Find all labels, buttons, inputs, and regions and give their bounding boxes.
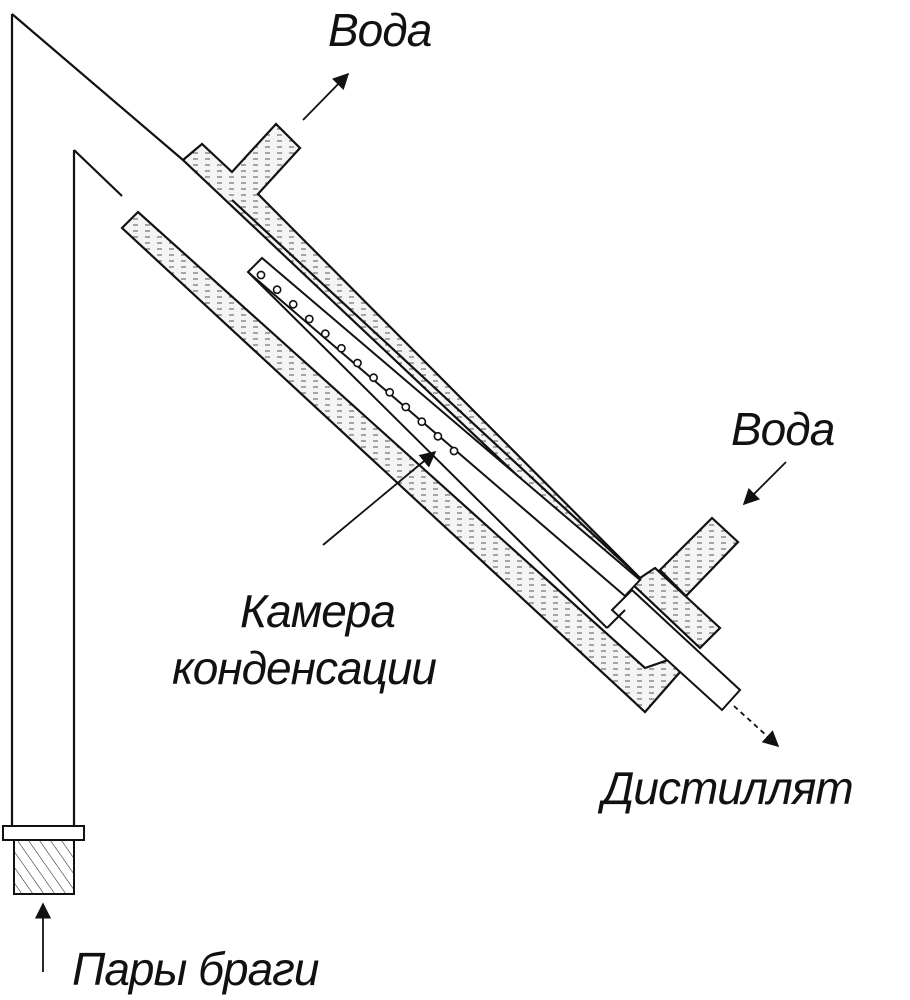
chamber-hole [401, 402, 411, 412]
chamber-lower-edge [247, 271, 608, 629]
chamber-tail [606, 609, 626, 629]
chamber-hole [369, 373, 378, 383]
distillate-label: Дистиллят [597, 762, 853, 814]
vapor-tube-outer [10, 13, 641, 826]
vapor-in-label: Пары браги [72, 943, 319, 995]
lower-water-jacket [120, 210, 682, 714]
chamber-hole [320, 329, 330, 339]
chamber-hole [417, 417, 427, 427]
chamber-hole [336, 343, 346, 353]
distillate-tube-dash [721, 689, 741, 711]
chamber-hole [288, 299, 298, 309]
distillate-arrow [733, 705, 780, 748]
chamber-label-line2: конденсации [172, 642, 436, 694]
chamber-holes [256, 270, 459, 456]
upper-water-jacket [181, 122, 722, 650]
chamber-hole [385, 387, 395, 397]
flange [2, 825, 85, 841]
chamber-hole [433, 431, 443, 441]
chamber-hole [256, 270, 266, 280]
chamber-hole [304, 314, 314, 324]
water-inlet-nozzle [658, 516, 740, 598]
vapor-tube-inner [72, 149, 123, 826]
condensation-chamber [246, 256, 642, 598]
water-in-label: Вода [731, 403, 835, 455]
chamber-hole [449, 446, 459, 456]
water-in-arrow [742, 461, 787, 506]
water-out-label: Вода [328, 4, 432, 56]
threaded-connector [13, 839, 75, 895]
water-out-arrow [302, 72, 350, 121]
chamber-pointer-arrow [322, 450, 437, 546]
chamber-hole [272, 285, 282, 295]
chamber-hole [353, 358, 362, 368]
chamber-label-line1: Камера [240, 585, 395, 637]
